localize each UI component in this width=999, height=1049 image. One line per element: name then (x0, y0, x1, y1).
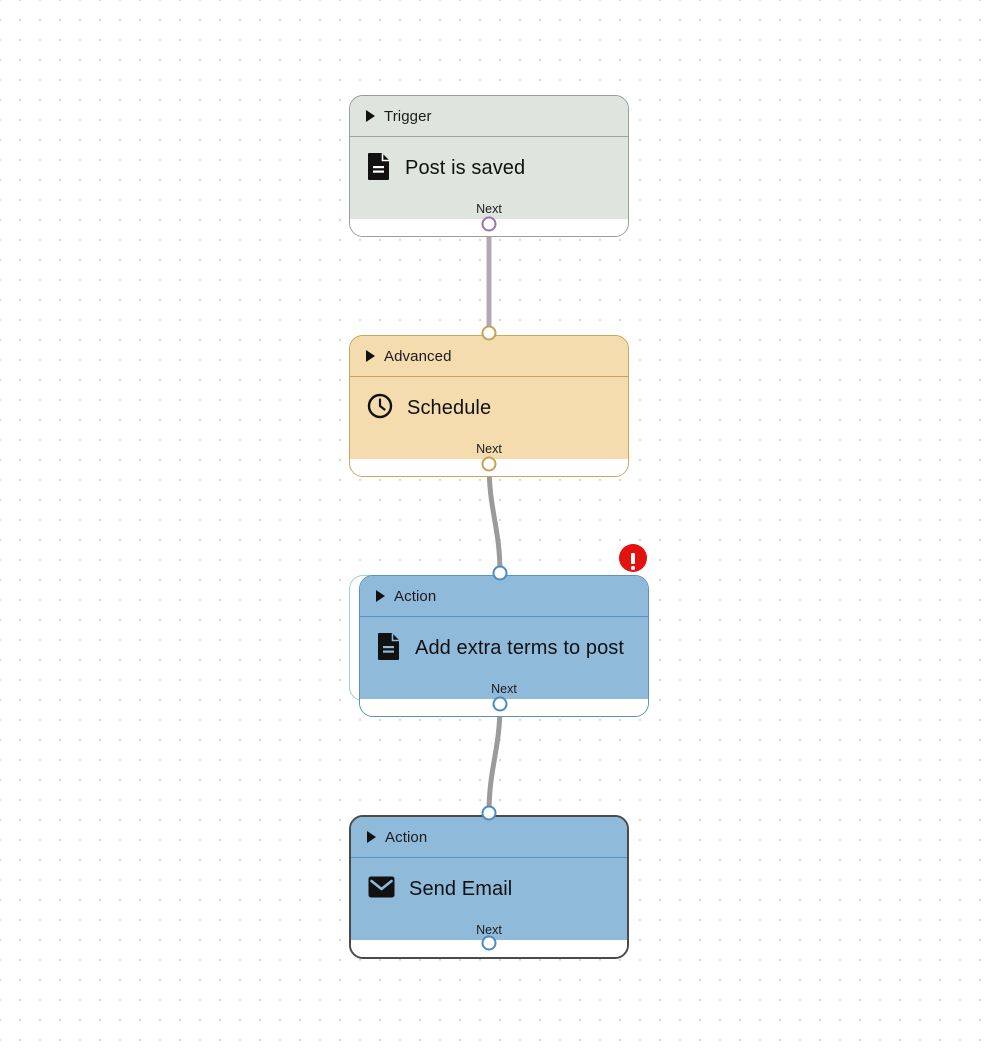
node-body-action[interactable]: Add extra terms to post (360, 617, 648, 680)
edge-action-terms-to-email (486, 701, 503, 816)
node-category-label: Action (385, 828, 428, 846)
document-icon (367, 152, 391, 185)
workflow-node-advanced[interactable]: Advanced Schedule Next (349, 335, 629, 477)
status-badge-error[interactable] (619, 544, 647, 572)
node-action-label: Send Email (409, 878, 513, 900)
output-port-action-add-extra-terms[interactable] (492, 696, 508, 712)
expand-triangle-icon[interactable] (366, 350, 375, 362)
node-body-advanced[interactable]: Schedule (350, 377, 628, 440)
workflow-node-action-send-email[interactable]: Action Send Email Next (349, 815, 629, 959)
node-divider (350, 376, 628, 377)
node-header-action[interactable]: Action (351, 817, 627, 857)
node-next-label: Next (350, 440, 628, 459)
workflow-node-trigger[interactable]: Trigger Post is saved Next (349, 95, 629, 237)
workflow-node-action-add-extra-terms[interactable]: Action Add extra terms to post Next (349, 575, 649, 717)
node-divider (351, 857, 627, 858)
node-action-label: Post is saved (405, 157, 526, 179)
node-header-trigger[interactable]: Trigger (350, 96, 628, 136)
node-category-label: Advanced (384, 347, 452, 365)
node-action-label: Schedule (407, 397, 492, 419)
node-card[interactable]: Advanced Schedule Next (349, 335, 629, 477)
node-header-advanced[interactable]: Advanced (350, 336, 628, 376)
node-header-action[interactable]: Action (360, 576, 648, 616)
node-action-label: Add extra terms to post (415, 637, 625, 659)
output-port-advanced[interactable] (481, 456, 497, 472)
input-port-action-send-email[interactable] (481, 805, 497, 821)
node-divider (350, 136, 628, 137)
clock-icon (367, 393, 393, 424)
input-port-action-add-extra-terms[interactable] (492, 565, 508, 581)
expand-triangle-icon[interactable] (366, 110, 375, 122)
expand-triangle-icon[interactable] (376, 590, 385, 602)
node-divider (360, 616, 648, 617)
node-card[interactable]: Action Add extra terms to post Next (359, 575, 649, 717)
node-category-label: Action (394, 587, 437, 605)
node-next-label: Next (360, 680, 648, 699)
envelope-icon (368, 876, 395, 903)
expand-triangle-icon[interactable] (367, 831, 376, 843)
document-icon (377, 632, 401, 665)
output-port-trigger[interactable] (481, 216, 497, 232)
edge-advanced-to-action-terms (486, 461, 503, 576)
node-card[interactable]: Action Send Email Next (349, 815, 629, 959)
input-port-advanced[interactable] (481, 325, 497, 341)
node-body-trigger[interactable]: Post is saved (350, 137, 628, 200)
node-next-label: Next (350, 200, 628, 219)
error-exclamation-icon (631, 552, 635, 570)
node-next-label: Next (351, 921, 627, 940)
node-category-label: Trigger (384, 107, 432, 125)
output-port-action-send-email[interactable] (481, 935, 497, 951)
node-body-action[interactable]: Send Email (351, 858, 627, 921)
